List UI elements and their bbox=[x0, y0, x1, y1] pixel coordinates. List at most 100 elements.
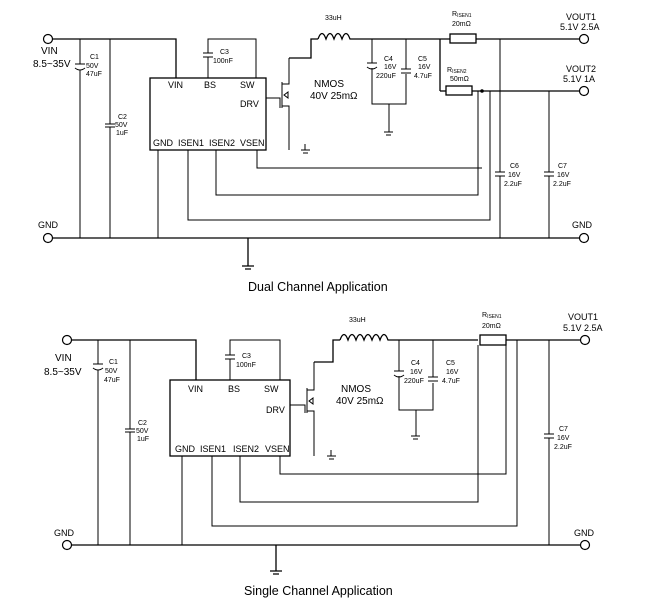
pin-gnd: GND bbox=[175, 444, 196, 454]
vout2-terminal bbox=[578, 85, 590, 97]
c2-value: 1uF bbox=[116, 130, 128, 137]
vin-rail-wire bbox=[52, 38, 177, 78]
inductor-value: 33uH bbox=[349, 317, 366, 324]
c1-voltage: 50V bbox=[86, 63, 99, 70]
pin-isen2: ISEN2 bbox=[233, 444, 259, 454]
nmos-ground-symbol bbox=[301, 144, 310, 154]
nmos-transistor: NMOS 40V 25mΩ bbox=[290, 339, 384, 456]
c2-value: 1uF bbox=[137, 436, 149, 443]
vout1-terminal bbox=[579, 334, 591, 346]
isen1-feedback-wire bbox=[187, 91, 491, 221]
nmos-name: NMOS bbox=[314, 79, 344, 90]
junction-dot bbox=[480, 89, 484, 93]
inductor: 33uH bbox=[339, 317, 478, 342]
c6-value: 2.2uF bbox=[504, 181, 522, 188]
vin-terminal bbox=[42, 33, 54, 45]
gnd-left-label: GND bbox=[38, 220, 59, 230]
vout2-name: VOUT2 bbox=[566, 64, 596, 74]
vout1-spec: 5.1V 2.5A bbox=[563, 323, 603, 333]
c4-ref: C4 bbox=[384, 56, 393, 63]
vout1-name: VOUT1 bbox=[568, 312, 598, 322]
pin-isen1: ISEN1 bbox=[178, 138, 204, 148]
c5-voltage: 16V bbox=[446, 369, 459, 376]
c1-ref: C1 bbox=[90, 54, 99, 61]
vsen-feedback-wire bbox=[279, 345, 507, 475]
c7-value: 2.2uF bbox=[553, 181, 571, 188]
c7-ref: C7 bbox=[559, 426, 568, 433]
nmos-spec: 40V 25mΩ bbox=[310, 91, 358, 102]
c1-value: 47uF bbox=[86, 71, 102, 78]
gnd-right-label: GND bbox=[572, 220, 593, 230]
pin-vsen: VSEN bbox=[265, 444, 290, 454]
vin-range-label: 8.5~35V bbox=[33, 59, 71, 70]
c1-ref: C1 bbox=[109, 359, 118, 366]
inductor-value: 33uH bbox=[325, 15, 342, 22]
gnd-left-terminal bbox=[42, 232, 54, 244]
rsen1-value: 20mΩ bbox=[452, 21, 471, 28]
inductor: 33uH bbox=[317, 15, 450, 41]
vin-label: VIN bbox=[41, 46, 58, 57]
c3-value: 100nF bbox=[213, 58, 233, 65]
c3-ref: C3 bbox=[242, 353, 251, 360]
rsen2-value: 50mΩ bbox=[450, 76, 469, 83]
c3-ref: C3 bbox=[220, 49, 229, 56]
c7-capacitor: C7 16V 2.2uF bbox=[544, 340, 572, 545]
vout1-name: VOUT1 bbox=[566, 12, 596, 22]
main-ground-symbol bbox=[242, 238, 254, 270]
c7-voltage: 16V bbox=[557, 435, 570, 442]
pin-sw: SW bbox=[264, 384, 279, 394]
c4-voltage: 16V bbox=[410, 369, 423, 376]
c2-ref: C2 bbox=[118, 114, 127, 121]
c2-ref: C2 bbox=[138, 420, 147, 427]
vsen-feedback-wire bbox=[256, 150, 482, 169]
c6-ref: C6 bbox=[510, 163, 519, 170]
pin-drv: DRV bbox=[240, 99, 259, 109]
c4-c5-output-capacitors: C4 16V 220uF C5 16V 4.7uF bbox=[366, 39, 432, 136]
rsen1-label: RISEN1 bbox=[482, 312, 502, 320]
c5-voltage: 16V bbox=[418, 64, 431, 71]
vin-range-label: 8.5~35V bbox=[44, 367, 82, 378]
c3-capacitor: C3 100nF bbox=[225, 339, 281, 380]
gnd-left-label: GND bbox=[54, 528, 75, 538]
c4-value: 220uF bbox=[376, 73, 396, 80]
pin-bs: BS bbox=[228, 384, 240, 394]
isen2-feedback-wire bbox=[239, 345, 479, 503]
nmos-ground-symbol bbox=[327, 450, 336, 460]
c2-capacitor: C2 50V 1uF bbox=[125, 340, 149, 545]
c4-value: 220uF bbox=[404, 378, 424, 385]
c4-voltage: 16V bbox=[384, 64, 397, 71]
c7-value: 2.2uF bbox=[554, 444, 572, 451]
c6-capacitor: C6 16V 2.2uF bbox=[495, 39, 522, 238]
c1-value: 47uF bbox=[104, 377, 120, 384]
pin-isen1: ISEN1 bbox=[200, 444, 226, 454]
c3-capacitor: C3 100nF bbox=[203, 38, 257, 78]
c2-capacitor: C2 50V 1uF bbox=[105, 39, 128, 238]
vin-label: VIN bbox=[55, 353, 72, 364]
c1-capacitor: C1 50V 47uF bbox=[74, 39, 102, 238]
rsen2-label: RISEN2 bbox=[447, 67, 467, 75]
c2-voltage: 50V bbox=[136, 428, 149, 435]
vout1-terminal bbox=[578, 33, 590, 45]
c5-ref: C5 bbox=[418, 56, 427, 63]
vin-terminal bbox=[61, 334, 73, 346]
pin-drv: DRV bbox=[266, 405, 285, 415]
rsen1-resistor: RISEN1 20mΩ bbox=[439, 11, 580, 91]
gnd-left-terminal bbox=[61, 539, 73, 551]
rsen2-resistor: RISEN2 50mΩ bbox=[440, 67, 580, 96]
single-caption: Single Channel Application bbox=[244, 584, 393, 598]
rsen1-resistor: RISEN1 20mΩ bbox=[479, 312, 580, 346]
rsen1-value: 20mΩ bbox=[482, 323, 501, 330]
c4-c5-output-capacitors: C4 16V 220uF C5 16V 4.7uF bbox=[393, 340, 460, 440]
pin-sw: SW bbox=[240, 80, 255, 90]
single-channel-schematic: VIN 8.5~35V C1 50V 47uF C2 50V 1uF VIN B… bbox=[44, 312, 603, 598]
c7-capacitor: C7 16V 2.2uF bbox=[544, 91, 571, 238]
c5-value: 4.7uF bbox=[414, 73, 432, 80]
gnd-right-terminal bbox=[578, 232, 590, 244]
pin-vin: VIN bbox=[188, 384, 203, 394]
vout2-spec: 5.1V 1A bbox=[563, 74, 595, 84]
pin-isen2: ISEN2 bbox=[209, 138, 235, 148]
c7-ref: C7 bbox=[558, 163, 567, 170]
nmos-name: NMOS bbox=[341, 384, 371, 395]
isen2-feedback-wire bbox=[215, 91, 479, 196]
c4-ref: C4 bbox=[411, 360, 420, 367]
